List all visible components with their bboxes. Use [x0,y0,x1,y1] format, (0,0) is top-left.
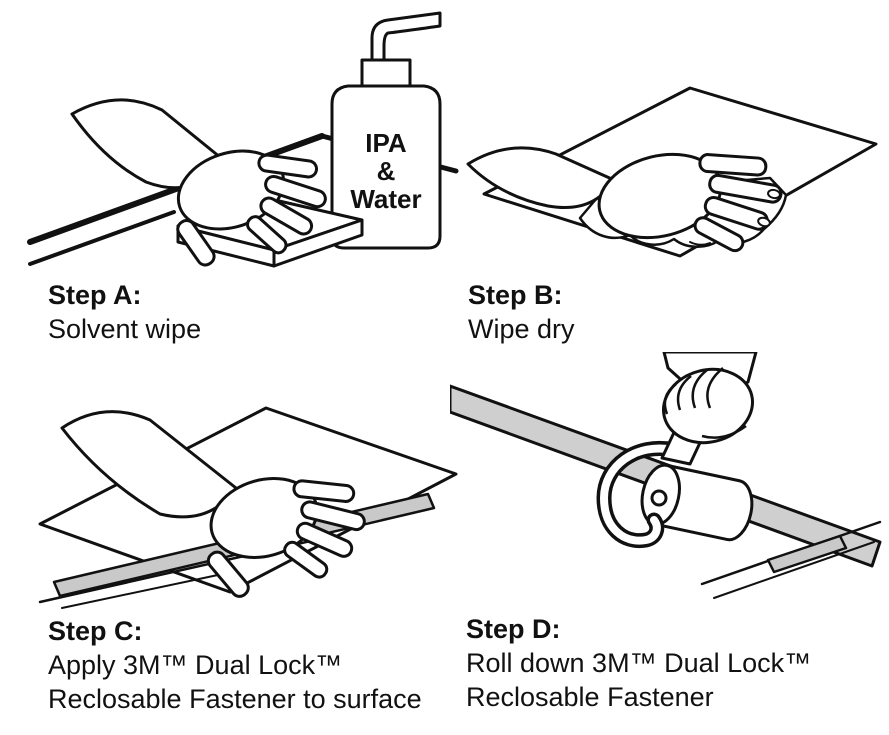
hand-step-a [70,98,327,267]
finger-line [691,369,708,409]
finger [264,174,327,209]
step-d-caption: Step D: Roll down 3M™ Dual Lock™ Reclosa… [450,612,889,714]
rolled-fastener-tab [766,534,848,574]
finger [259,196,314,236]
arm [466,146,616,210]
arm [60,410,238,519]
step-b-drawing [466,86,878,258]
step-d-line-2: Reclosable Fastener [466,682,714,712]
finger [246,215,288,255]
thumb [176,219,216,267]
finger [283,540,329,579]
finger-line [706,367,724,409]
hand-step-d [661,352,758,445]
bottle-spout-icon [370,11,442,64]
bottle-body [330,84,442,250]
step-b-illustration [466,86,878,258]
solvent-bottle [330,11,442,250]
bottle-cap [360,58,412,88]
step-c-panel: Step C: Apply 3M™ Dual Lock™ Reclosable … [26,352,466,716]
cloth-wrinkle [689,241,711,246]
step-b-line-1: Wipe dry [468,314,575,344]
step-b-title: Step B: [468,280,563,310]
step-b-panel: Step B: Wipe dry [452,2,888,346]
bottle-label: IPA & Water [350,128,421,214]
step-a-caption: Step A: Solvent wipe [26,278,462,346]
step-d-title: Step D: [466,614,561,644]
thumb [206,550,250,598]
step-d-illustration [450,352,882,599]
step-b-caption: Step B: Wipe dry [452,278,888,346]
thumb-line [701,424,747,439]
finger-line [663,383,677,415]
step-c-caption: Step C: Apply 3M™ Dual Lock™ Reclosable … [26,614,466,716]
bottle-label-line2: & [377,156,396,186]
finger-line [676,375,692,411]
bottle-label-line3: Water [350,184,421,214]
finger [693,216,745,253]
finger [292,479,356,503]
step-a-illustration: IPA & Water [27,11,459,268]
fingernail [757,216,771,228]
roller-yoke [599,444,678,545]
bottle-label-line1: IPA [365,128,407,158]
step-a-title: Step A: [48,280,142,310]
fingernail [767,188,781,200]
finger [257,153,319,179]
step-c-illustration [38,406,458,609]
step-c-title: Step C: [48,616,143,646]
step-c-line-2: Reclosable Fastener to surface [48,684,422,714]
finger [698,153,768,177]
hand-step-c [60,410,366,598]
step-a-line-1: Solvent wipe [48,314,202,344]
finger [295,521,354,558]
step-c-line-1: Apply 3M™ Dual Lock™ [48,650,343,680]
step-d-panel: Step D: Roll down 3M™ Dual Lock™ Reclosa… [450,352,889,714]
roller-axle [650,489,668,507]
finger [300,500,366,532]
step-a-panel: IPA & Water Step A: Solvent wipe [26,2,462,346]
step-d-line-1: Roll down 3M™ Dual Lock™ [466,648,812,678]
